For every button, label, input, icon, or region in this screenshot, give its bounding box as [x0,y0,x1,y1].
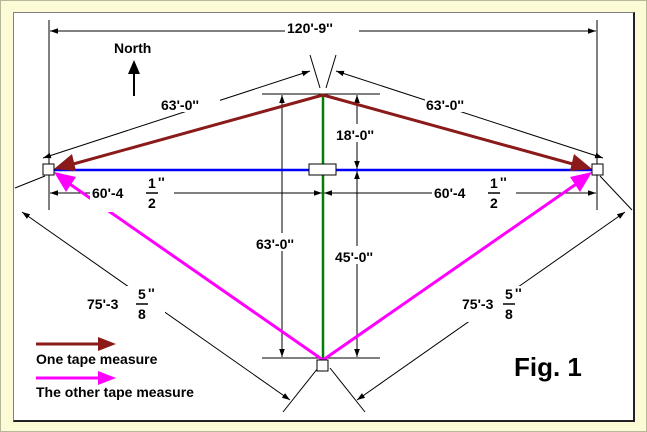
ext-peak-right [325,54,337,89]
stake-left [42,163,55,176]
label-center-left-height: 63'-0'' [256,236,294,252]
label-right-diagonal-num: 5 [505,286,513,302]
stake-right [591,163,604,176]
label-left-diagonal-num: 5 [138,286,146,302]
legend-tape-one-label: One tape measure [36,351,158,367]
label-left-half-mark: '' [158,174,165,190]
tape-other-arrowhead-left [54,172,76,192]
center-feedpoint [308,163,337,176]
ext-left-lower [14,175,46,189]
tape-one-arrowhead-right [570,154,592,171]
label-left-top: 63'-0'' [161,97,199,113]
label-right-diagonal: 75'-3 [462,296,494,312]
label-right-diagonal-mark: '' [515,285,522,301]
label-right-half-mark: '' [500,174,507,190]
north-indicator: North [114,40,151,96]
figure-label: Fig. 1 [514,352,582,382]
legend-tape-one-arrowhead [98,337,116,351]
label-left-half-den: 2 [148,195,156,211]
ext-right-lower [599,175,633,211]
label-right-half: 60'-4 [434,185,466,201]
label-peak-height: 18'-0'' [336,127,374,143]
legend-tape-other-label: The other tape measure [36,384,194,400]
label-left-diagonal: 75'-3 [87,296,119,312]
label-right-diagonal-den: 8 [505,306,513,322]
north-arrow-icon [128,60,140,74]
legend: One tape measure The other tape measure [36,337,194,400]
stake-bottom [316,359,329,372]
tape-one-lines [65,93,581,168]
tape-other-right [322,178,583,362]
label-left-half-num: 1 [148,175,156,191]
tape-one-arrowhead-left [54,154,76,171]
ext-peak-left [309,54,321,89]
label-center-lower-height: 45'-0'' [335,249,373,265]
label-right-top: 63'-0'' [426,97,464,113]
label-right-half-den: 2 [490,195,498,211]
tape-one-right [322,93,581,168]
ext-bottom-left [282,367,319,413]
north-label: North [114,40,151,56]
dim-left-top [42,70,311,159]
dim-right-top [335,70,604,159]
label-left-diagonal-mark: '' [148,285,155,301]
label-left-half: 60'-4 [92,185,124,201]
label-overall-width: 120'-9'' [287,20,333,36]
ext-bottom-right [329,367,366,413]
tape-one-left [65,93,324,168]
tape-other-arrowhead-right [570,172,592,192]
legend-tape-other-arrowhead [98,371,116,385]
label-left-diagonal-den: 8 [138,306,146,322]
label-right-half-num: 1 [490,175,498,191]
